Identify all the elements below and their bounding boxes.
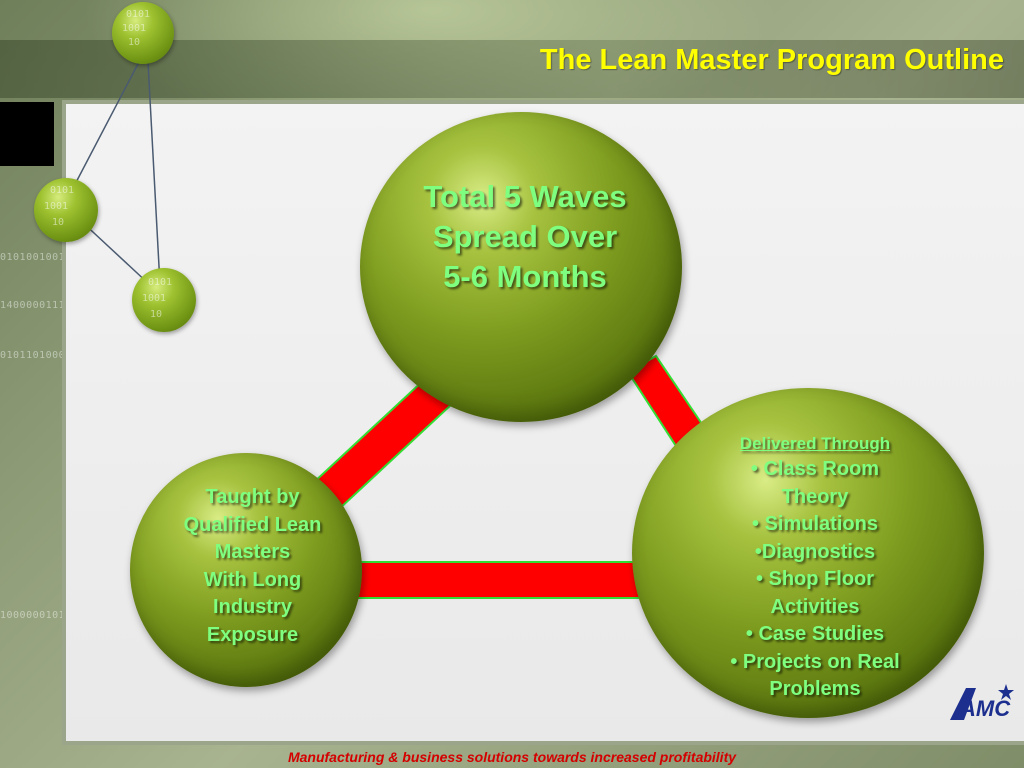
- decor-string: [79, 219, 151, 286]
- delivery-item: Theory: [781, 485, 849, 508]
- top-sphere-line: Spread Over: [432, 219, 618, 254]
- left-sphere-line: With Long: [203, 568, 302, 591]
- logo-shape: [950, 688, 976, 720]
- delivery-item: • Case Studies: [745, 623, 885, 645]
- left-sphere-line: Exposure: [206, 623, 299, 646]
- slide-footer: Manufacturing & business solutions towar…: [287, 749, 737, 765]
- delivery-item: Activities: [770, 595, 860, 618]
- left-sphere-line: Industry: [213, 596, 292, 618]
- left-sphere-text: Taught by Qualified Lean Masters With Lo…: [150, 484, 355, 649]
- right-sphere-text: Delivered Through • Class Room Theory • …: [680, 432, 950, 704]
- delivery-item: • Shop Floor: [755, 568, 875, 590]
- delivery-item: Problems: [769, 678, 861, 700]
- right-sphere: [632, 388, 984, 718]
- amc-logo: AMC: [950, 684, 1014, 721]
- delivery-item: •Diagnostics: [754, 540, 876, 563]
- left-sphere-line: Masters: [214, 541, 291, 563]
- logo-star-icon: [998, 684, 1014, 700]
- title-band: [0, 40, 1024, 98]
- left-sphere: [130, 453, 362, 687]
- delivery-item: • Class Room: [750, 458, 880, 480]
- left-sphere-line: Taught by: [205, 486, 300, 508]
- top-sphere-text: Total 5 Waves Spread Over 5-6 Months: [385, 177, 665, 297]
- connector-bottom: [349, 561, 641, 599]
- logo-text: AMC: [959, 696, 1011, 721]
- black-box-decor: [0, 102, 54, 166]
- top-sphere-line: 5-6 Months: [443, 259, 607, 294]
- delivery-item: • Projects on Real: [730, 650, 900, 673]
- delivery-item: • Simulations: [752, 513, 878, 535]
- top-sphere-line: Total 5 Waves: [423, 179, 627, 214]
- decor-string: [147, 61, 161, 286]
- delivered-through-heading: Delivered Through: [739, 434, 891, 453]
- decor-string: [71, 59, 141, 191]
- slide-title: The Lean Master Program Outline: [539, 44, 1004, 76]
- left-sphere-line: Qualified Lean: [183, 513, 322, 536]
- top-sphere: [360, 112, 682, 422]
